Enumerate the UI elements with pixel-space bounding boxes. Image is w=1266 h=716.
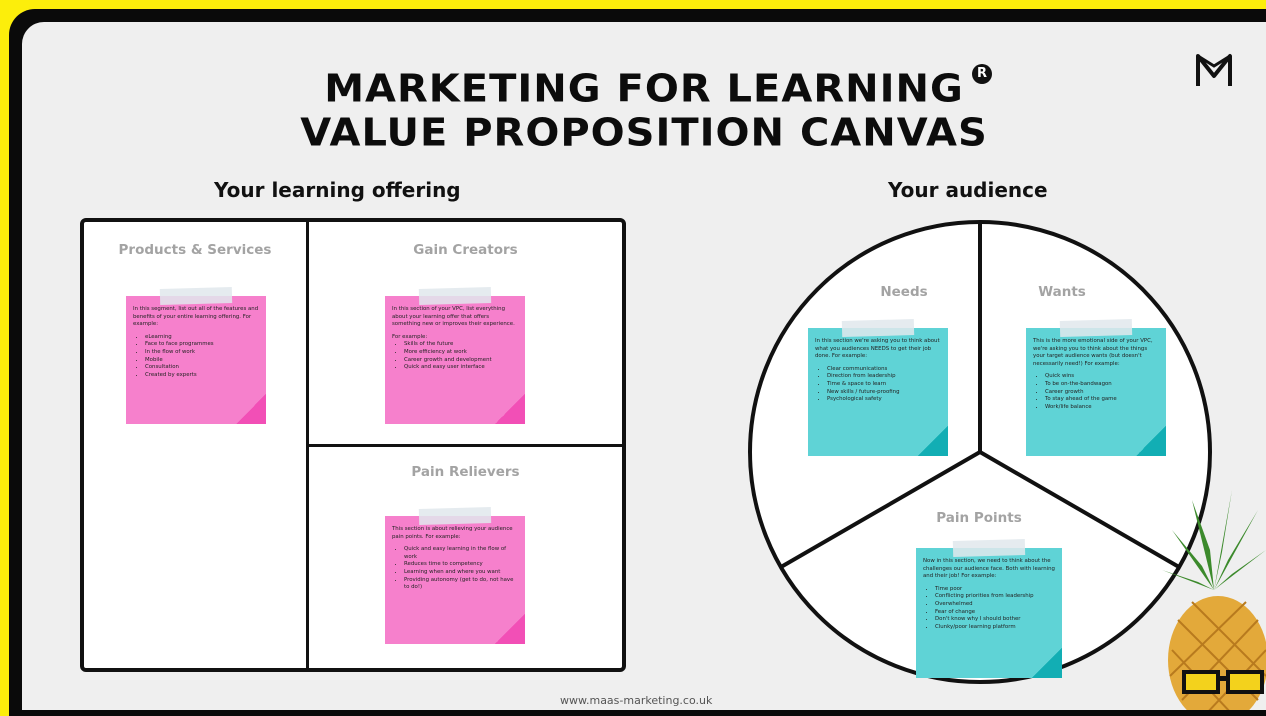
products-sticky-note: In this segment, list out all of the fea… — [126, 287, 266, 424]
note-item: Quick and easy learning in the flow of w… — [404, 546, 518, 561]
curled-corner — [495, 394, 525, 424]
note-item: New skills / future-proofing — [827, 389, 941, 397]
note-item: Career growth — [1045, 389, 1159, 397]
note-item: To stay ahead of the game — [1045, 396, 1159, 404]
curled-corner — [918, 426, 948, 456]
note-item: Time poor — [935, 586, 1055, 594]
note-item: Quick and easy user interface — [404, 364, 518, 372]
note-item: Conflicting priorities from leadership — [935, 593, 1055, 601]
note-intro: This section is about relieving your aud… — [392, 526, 513, 540]
note-item: Work/life balance — [1045, 404, 1159, 412]
segment-divider-left — [779, 450, 982, 569]
gain-creators-sticky-note: In this section of your VPC, list everyt… — [385, 287, 525, 424]
page-title-line2: VALUE PROPOSITION CANVAS — [300, 111, 988, 155]
note-item: Psychological safety — [827, 396, 941, 404]
curled-corner — [236, 394, 266, 424]
note-intro: This is the more emotional side of your … — [1033, 338, 1153, 367]
note-intro-2: For example: — [392, 333, 428, 340]
note-item: Overwhelmed — [935, 601, 1055, 609]
note-item: Direction from leadership — [827, 373, 941, 381]
note-item: Quick wins — [1045, 373, 1159, 381]
note-intro: Now in this section, we need to think ab… — [923, 558, 1055, 580]
canvas-board: MARKETING FOR LEARNING VALUE PROPOSITION… — [22, 22, 1266, 710]
footer-url[interactable]: www.maas-marketing.co.uk — [560, 694, 713, 707]
note-item: Career growth and development — [404, 357, 518, 365]
note-item: Face to face programmes — [145, 341, 259, 349]
offering-section-title: Your learning offering — [214, 178, 461, 202]
registered-mark-icon: R — [972, 64, 992, 84]
note-item: Clunky/poor learning platform — [935, 624, 1055, 632]
note-item: More efficiency at work — [404, 349, 518, 357]
note-item: Fear of change — [935, 609, 1055, 617]
maas-m-logo-icon — [1196, 54, 1232, 86]
gain-creators-label: Gain Creators — [413, 242, 518, 258]
tape-strip — [841, 319, 915, 337]
pain-relievers-sticky-note: This section is about relieving your aud… — [385, 507, 525, 644]
note-item: Clear communications — [827, 366, 941, 374]
note-item: To be on-the-bandwagon — [1045, 381, 1159, 389]
segment-divider-right — [978, 450, 1181, 569]
note-item: In the flow of work — [145, 349, 259, 357]
needs-label: Needs — [880, 284, 928, 300]
note-item: Reduces time to competency — [404, 561, 518, 569]
note-item: Created by experts — [145, 372, 259, 380]
products-services-label: Products & Services — [118, 242, 272, 258]
note-item: Learning when and where you want — [404, 569, 518, 577]
note-intro: In this section we're asking you to thin… — [815, 338, 940, 360]
note-intro: In this segment, list out all of the fea… — [133, 306, 259, 328]
pain-relievers-label: Pain Relievers — [411, 464, 520, 480]
audience-section-title: Your audience — [888, 178, 1048, 202]
note-intro: In this section of your VPC, list everyt… — [392, 306, 515, 328]
pain-points-label: Pain Points — [936, 510, 1022, 526]
offering-grid: Products & Services Gain Creators Pain R… — [80, 218, 626, 672]
pain-points-sticky-note: Now in this section, we need to think ab… — [916, 539, 1062, 678]
note-item: Providing autonomy (get to do, not have … — [404, 577, 518, 592]
curled-corner — [495, 614, 525, 644]
wants-sticky-note: This is the more emotional side of your … — [1026, 319, 1166, 456]
pineapple-mascot-icon — [1162, 490, 1266, 710]
note-item: Mobile — [145, 357, 259, 365]
note-item: Don't know why I should bother — [935, 616, 1055, 624]
note-item: Time & space to learn — [827, 381, 941, 389]
note-item: Skills of the future — [404, 341, 518, 349]
curled-corner — [1136, 426, 1166, 456]
note-item: eLearning — [145, 334, 259, 342]
note-item: Consultation — [145, 364, 259, 372]
curled-corner — [1032, 648, 1062, 678]
grid-divider-horizontal — [306, 444, 622, 447]
needs-sticky-note: In this section we're asking you to thin… — [808, 319, 948, 456]
tape-strip — [1059, 319, 1133, 337]
tape-strip — [952, 539, 1026, 557]
page-title-line1: MARKETING FOR LEARNING — [324, 67, 964, 111]
wants-label: Wants — [1038, 284, 1086, 300]
